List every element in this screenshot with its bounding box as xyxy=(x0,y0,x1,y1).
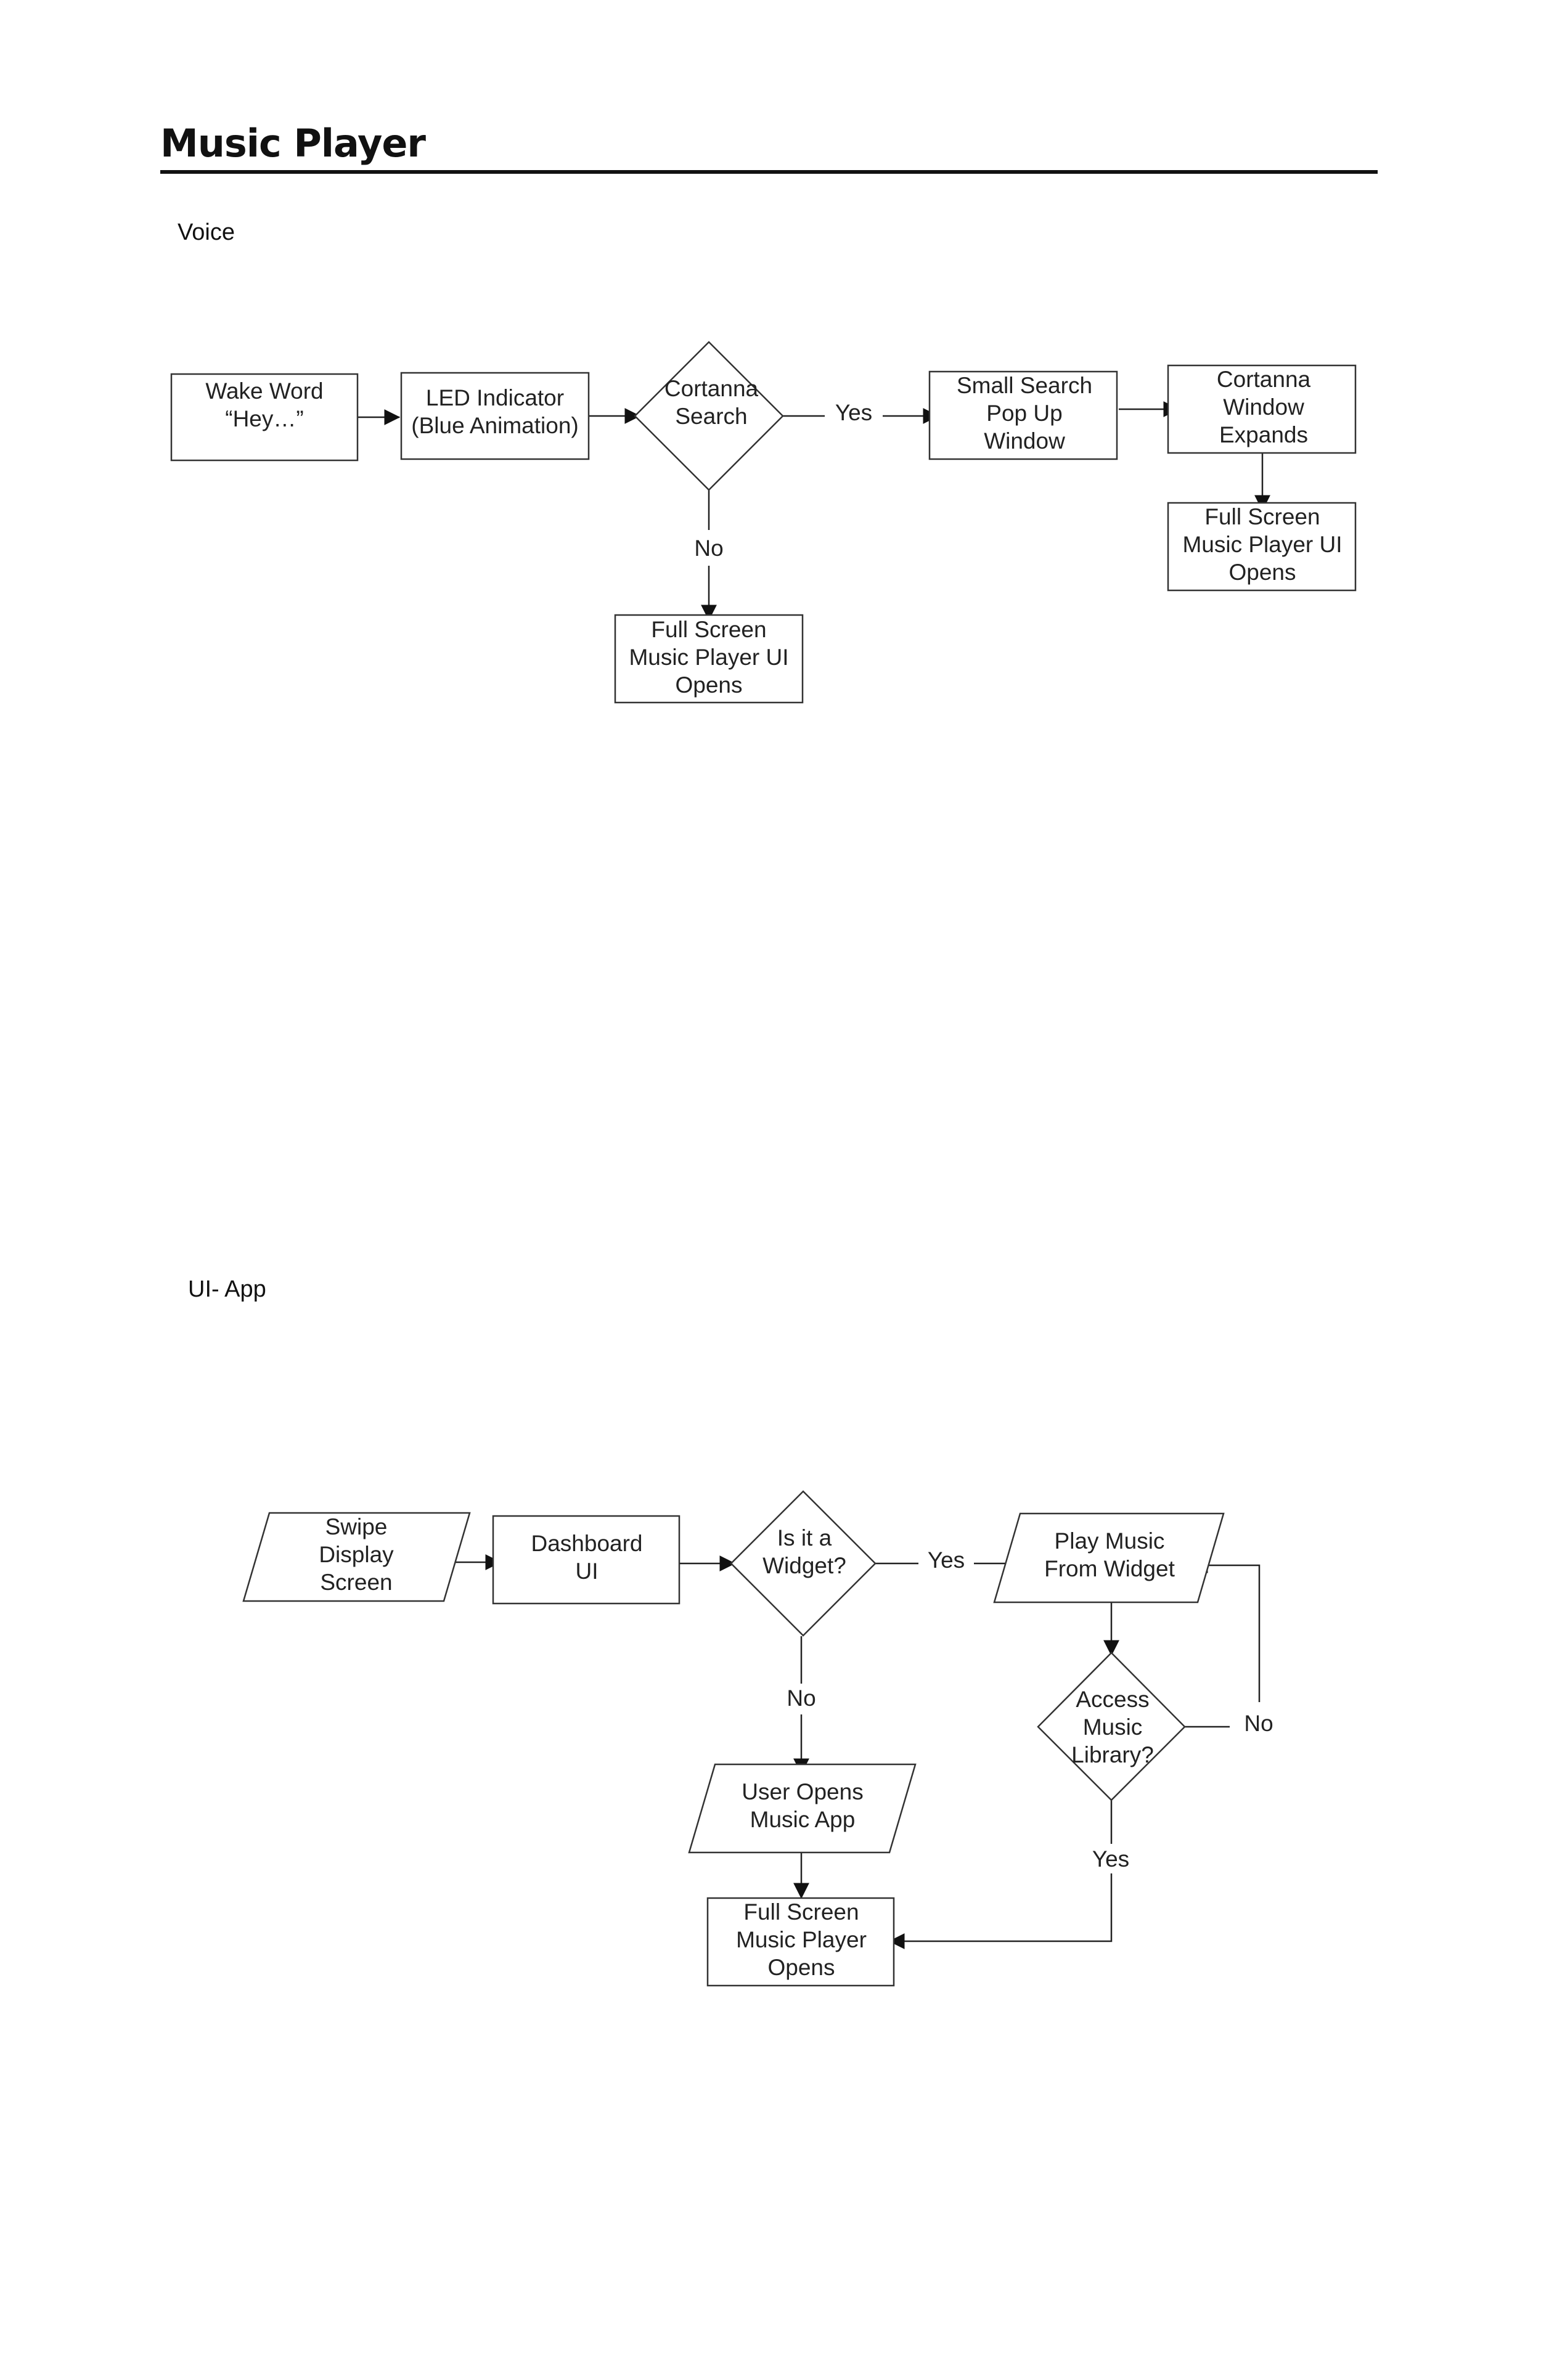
node-led-indicator: LED Indicator (Blue Animation) xyxy=(400,372,590,460)
node-access-library-line-1: Access xyxy=(1076,1687,1149,1712)
title-divider xyxy=(160,170,1378,174)
node-dashboard-ui-line-2: UI xyxy=(576,1559,599,1584)
node-full-screen-right-line-2: Music Player UI xyxy=(1182,532,1342,557)
node-small-search-line-2: Pop Up xyxy=(986,401,1062,426)
node-small-search-line-3: Window xyxy=(984,428,1065,454)
node-full-screen-opens-line-2: Music Player xyxy=(736,1927,867,1952)
node-led-indicator-line-2: (Blue Animation) xyxy=(411,413,578,438)
edge-label-library-yes: Yes xyxy=(1092,1846,1129,1872)
edge-label-yes: Yes xyxy=(835,400,872,425)
node-swipe-display-line-1: Swipe xyxy=(325,1514,388,1539)
node-cortanna-window-line-2: Window xyxy=(1223,394,1304,420)
node-access-library-line-3: Library? xyxy=(1071,1742,1154,1767)
node-play-music-widget: Play Music From Widget xyxy=(993,1512,1225,1604)
node-full-screen-opens-line-1: Full Screen xyxy=(743,1899,859,1925)
node-small-search-popup: Small Search Pop Up Window xyxy=(928,370,1118,460)
edge-label-no: No xyxy=(694,536,723,561)
node-user-opens-music-app: User Opens Music App xyxy=(688,1763,917,1854)
edge-label-widget-no: No xyxy=(787,1685,815,1711)
node-swipe-display: Swipe Display Screen xyxy=(242,1512,471,1602)
node-led-indicator-line-1: LED Indicator xyxy=(426,385,564,410)
node-full-screen-below-line-2: Music Player UI xyxy=(629,645,788,670)
ui-app-flowchart: Yes No No Yes Swipe Display Screen Dashb… xyxy=(242,1490,1273,1987)
node-small-search-line-1: Small Search xyxy=(957,373,1092,398)
node-is-it-widget: Is it a Widget? xyxy=(730,1490,877,1637)
node-swipe-display-line-2: Display xyxy=(319,1542,394,1567)
node-dashboard-ui-line-1: Dashboard xyxy=(531,1531,642,1556)
section-label-voice: Voice xyxy=(178,219,235,245)
node-full-screen-below: Full Screen Music Player UI Opens xyxy=(614,614,804,704)
page-title: Music Player xyxy=(160,121,426,166)
node-user-opens-line-1: User Opens xyxy=(742,1779,863,1804)
node-full-screen-right-line-1: Full Screen xyxy=(1204,504,1320,529)
node-play-music-line-1: Play Music xyxy=(1055,1528,1165,1554)
node-wake-word-line-1: Wake Word xyxy=(205,378,323,404)
edge-label-widget-yes: Yes xyxy=(928,1547,965,1573)
node-is-widget-line-1: Is it a xyxy=(777,1525,832,1551)
node-full-screen-below-line-3: Opens xyxy=(675,672,742,698)
node-user-opens-line-2: Music App xyxy=(750,1807,856,1832)
section-label-ui-app: UI- App xyxy=(188,1276,266,1302)
node-play-music-line-2: From Widget xyxy=(1044,1556,1175,1581)
node-cortanna-search-line-2: Search xyxy=(675,404,747,429)
node-wake-word: Wake Word “Hey…” xyxy=(170,373,359,462)
node-cortanna-window: Cortanna Window Expands xyxy=(1167,364,1357,454)
node-cortanna-search-line-1: Cortanna xyxy=(664,376,759,401)
node-full-screen-right: Full Screen Music Player UI Opens xyxy=(1167,502,1357,592)
edge-yes-to-fullscreen xyxy=(888,1873,1113,1949)
edge-no-loop-to-play xyxy=(1192,1557,1261,1702)
node-is-widget-line-2: Widget? xyxy=(762,1553,846,1578)
node-cortanna-window-line-1: Cortanna xyxy=(1217,367,1311,392)
node-access-library-line-2: Music xyxy=(1083,1714,1143,1740)
node-cortanna-search: Cortanna Search xyxy=(634,341,784,491)
node-dashboard-ui: Dashboard UI xyxy=(492,1515,681,1605)
node-full-screen-below-line-1: Full Screen xyxy=(651,617,766,642)
node-swipe-display-line-3: Screen xyxy=(320,1570,392,1595)
edge-label-library-no: No xyxy=(1244,1711,1273,1736)
node-full-screen-music-player: Full Screen Music Player Opens xyxy=(706,1897,895,1987)
node-full-screen-opens-line-3: Opens xyxy=(767,1955,835,1980)
voice-flowchart: Yes No Wake Word “Hey…” LED Indicator (B… xyxy=(170,341,1357,704)
node-wake-word-line-2: “Hey…” xyxy=(225,406,303,431)
node-full-screen-right-line-3: Opens xyxy=(1228,560,1296,585)
node-access-music-library: Access Music Library? xyxy=(1037,1652,1186,1801)
node-cortanna-window-line-3: Expands xyxy=(1219,422,1308,447)
